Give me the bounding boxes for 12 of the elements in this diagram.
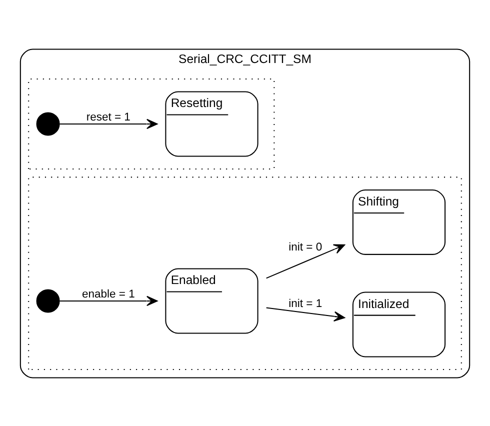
arrow (266, 244, 346, 278)
arrow (60, 295, 158, 306)
node-circle (36, 112, 60, 136)
arrow (60, 118, 158, 129)
edge-label: init = 1 (288, 297, 322, 310)
node-circle (36, 288, 60, 312)
arrow (266, 306, 346, 322)
cluster (28, 78, 275, 169)
edge-label: init = 0 (288, 241, 322, 254)
edge-label: enable = 1 (82, 288, 135, 300)
cluster (28, 176, 462, 370)
edge-label: reset = 1 (86, 111, 130, 124)
